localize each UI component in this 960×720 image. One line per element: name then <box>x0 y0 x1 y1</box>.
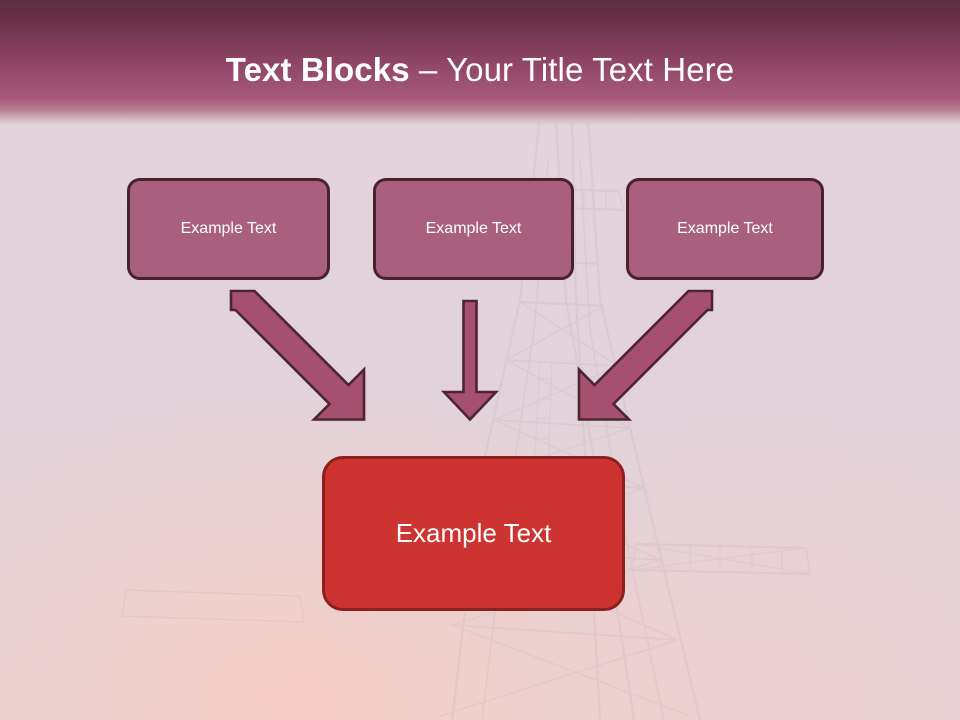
text-block-1[interactable]: Example Text <box>127 178 330 280</box>
arrow-right-icon <box>577 289 714 421</box>
text-block-1-label: Example Text <box>180 220 277 237</box>
text-block-3[interactable]: Example Text <box>626 178 824 280</box>
text-block-3-label: Example Text <box>677 220 773 237</box>
header-band <box>0 0 960 126</box>
result-text-block-label: Example Text <box>395 518 552 548</box>
text-block-2-label: Example Text <box>425 220 522 237</box>
page-title: Text Blocks – Your Title Text Here <box>0 49 960 91</box>
arrow-middle-icon <box>440 299 500 422</box>
text-block-2[interactable]: Example Text <box>373 178 574 280</box>
page-title-separator: – <box>409 51 447 88</box>
page-title-light: Your Title Text Here <box>446 51 735 88</box>
result-text-block[interactable]: Example Text <box>322 456 625 611</box>
page-title-strong: Text Blocks <box>225 51 410 88</box>
arrow-left-icon <box>229 289 367 422</box>
